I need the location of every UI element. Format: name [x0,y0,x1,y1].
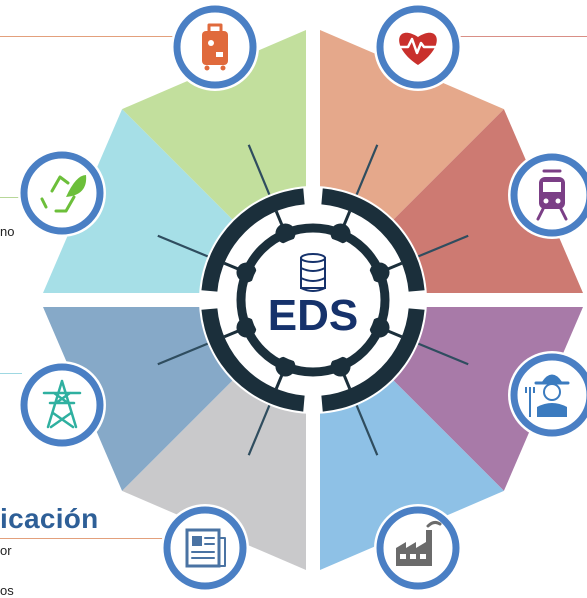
badge-ring [20,363,104,447]
newspaper-icon [161,504,249,592]
divider-line-bottom-left [0,538,190,539]
hub-ring-segment [201,188,305,292]
sector-wedge [43,307,246,491]
spoke-line [247,144,273,201]
hub-ring-segment [321,188,425,292]
spoke-line [353,144,379,201]
spoke-line [353,399,379,456]
recycle-icon [18,149,106,237]
divider-line-lower-left [0,373,22,374]
spoke-line [157,340,214,366]
side-text-fragment-1: no [0,224,15,239]
divider-line-top-left [0,36,190,37]
heart-pulse-icon [374,3,462,91]
network-node [369,262,390,283]
network-node [330,356,351,377]
hub-ring-segment [321,308,425,412]
database-icon [300,253,326,292]
badge-ring [20,151,104,235]
spoke-line [157,234,214,260]
network-node [275,223,296,244]
hub-ring-segment [201,308,305,412]
hub-label: EDS [268,291,358,340]
network-node [330,223,351,244]
sector-wedge [122,30,306,233]
sector-wedge [380,109,583,293]
side-text-fragment-3: os [0,583,14,598]
train-icon [508,151,587,239]
divider-line-top-right [455,36,587,37]
network-node [236,262,257,283]
hub-center [249,236,377,364]
side-text-fragment-2: or [0,543,12,558]
network-node [236,317,257,338]
power-tower-icon [18,361,106,449]
suitcase-icon [171,3,259,91]
sector-wedge [320,30,504,233]
network-node [275,356,296,377]
factory-icon [374,504,462,592]
sector-wedge [43,109,246,293]
sector-wedge [122,367,306,570]
spoke-line [412,234,469,260]
section-heading: icación [0,503,99,534]
network-ring [236,223,390,377]
network-node [369,317,390,338]
sector-wedge [320,367,504,570]
farmer-icon [508,351,587,439]
spoke-line [412,340,469,366]
spoke-line [247,399,273,456]
divider-line-mid-left [0,197,22,198]
sector-wedge [380,307,583,491]
